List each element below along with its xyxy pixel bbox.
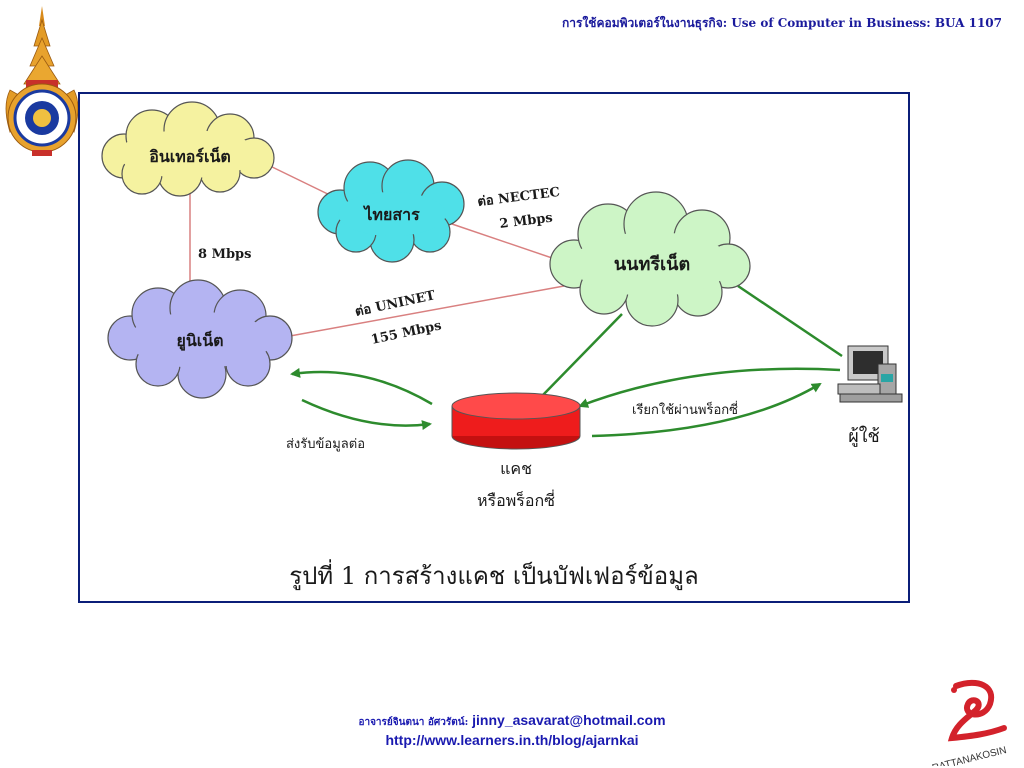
- label-internet-uninet-speed: 8 Mbps: [198, 247, 251, 262]
- footer-url-link[interactable]: http://www.learners.in.th/blog/ajarnkai: [385, 732, 639, 748]
- label-nectec-speed: 2 Mbps: [499, 211, 554, 232]
- university-crest-logo: [5, 6, 79, 156]
- label-internet: อินเทอร์เน็ต: [149, 145, 231, 166]
- footer-contact-line: อาจารย์จินตนา อัศวรัตน์: jinny_asavarat@…: [0, 712, 1024, 730]
- label-cache: แคช: [500, 459, 532, 478]
- arrow-user-to-cache: [578, 367, 841, 408]
- cache-server-icon: [451, 392, 581, 450]
- rattanakosin-swirl-icon: [947, 679, 1007, 742]
- rattanakosin-dot: [951, 687, 957, 693]
- rattanakosin-logo: RATTANAKOSIN: [931, 679, 1008, 766]
- label-uninet: ยูนิเน็ต: [176, 329, 223, 352]
- link-nontri-user: [737, 284, 843, 358]
- cloud-nontri: [549, 191, 751, 327]
- link-nontri-cache: [541, 313, 623, 397]
- rattanakosin-wordmark: RATTANAKOSIN: [931, 745, 1008, 766]
- crest-spire: [23, 6, 61, 90]
- label-forward-data: ส่งรับข้อมูลต่อ: [286, 437, 365, 452]
- user-computer-icon: [837, 345, 903, 403]
- label-proxy: หรือพร็อกซี่: [477, 489, 555, 510]
- label-nontri: นนทรีเน็ต: [614, 252, 690, 275]
- cloud-uninet: [107, 279, 293, 399]
- footer: อาจารย์จินตนา อัศวรัตน์: jinny_asavarat@…: [0, 712, 1024, 748]
- label-nectec-link: ต่อ NECTEC: [477, 185, 561, 210]
- link-thaisarn-nontri: [451, 223, 559, 261]
- crest-base: [32, 150, 52, 156]
- footer-email-link[interactable]: jinny_asavarat@hotmail.com: [472, 712, 666, 728]
- label-uninet-link: ต่อ UNINET: [354, 288, 437, 320]
- cache-network-diagram: อินเทอร์เน็ต ไทยสาร นนทรีเน็ต ยูนิเน็ต: [101, 101, 903, 591]
- header-title: การใช้คอมพิวเตอร์ในงานธุรกิจ: Use of Com…: [562, 16, 1002, 30]
- arrow-uninet-to-cache: [301, 398, 432, 431]
- diagram-caption: รูปที่ 1 การสร้างแคช เป็นบัฟเฟอร์ข้อมูล: [289, 559, 698, 591]
- cloud-internet: [101, 101, 275, 197]
- arrow-cache-to-uninet: [290, 367, 433, 406]
- footer-contact-name: อาจารย์จินตนา อัศวรัตน์:: [358, 717, 469, 728]
- label-thaisarn: ไทยสาร: [362, 205, 420, 224]
- diagram-frame: อินเทอร์เน็ต ไทยสาร นนทรีเน็ต ยูนิเน็ต: [78, 92, 910, 603]
- cloud-thaisarn: [317, 159, 465, 263]
- label-user-request: เรียกใช้ผ่านพร็อกซี่: [632, 400, 738, 418]
- arrow-cache-to-user: [591, 382, 822, 438]
- crest-emblem-core: [33, 109, 51, 127]
- label-user: ผู้ใช้: [848, 425, 880, 447]
- link-uninet-nontri: [289, 285, 565, 337]
- link-internet-thaisarn: [265, 163, 339, 200]
- label-uninet-speed: 155 Mbps: [370, 318, 443, 348]
